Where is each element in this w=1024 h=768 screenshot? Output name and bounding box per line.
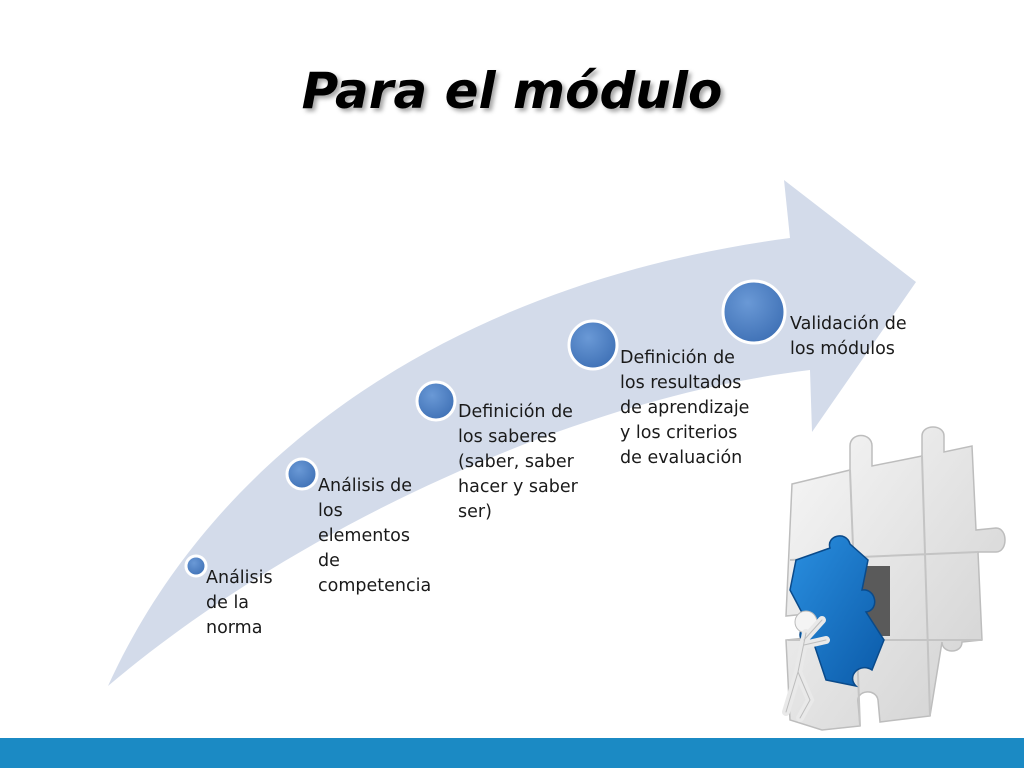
step-node-3 (415, 380, 457, 422)
step-label-5: Validación de los módulos (790, 314, 907, 359)
puzzle-wall-figure-icon (782, 426, 1006, 731)
slide-title: Para el módulo (301, 62, 723, 120)
step-node-5 (721, 279, 787, 345)
step-node-4 (567, 319, 619, 371)
step-node-2 (285, 457, 319, 491)
step-label-1: Análisis de la norma (206, 568, 273, 638)
step-label-4: Definición de los resultados de aprendiz… (620, 348, 750, 468)
step-label-3: Definición de los saberes (saber, saber … (458, 402, 578, 522)
step-label-2: Análisis de los elementos de competencia (318, 476, 432, 596)
progress-arrow (108, 180, 916, 686)
step-node-1 (184, 554, 208, 578)
footer-bar (0, 738, 1024, 768)
